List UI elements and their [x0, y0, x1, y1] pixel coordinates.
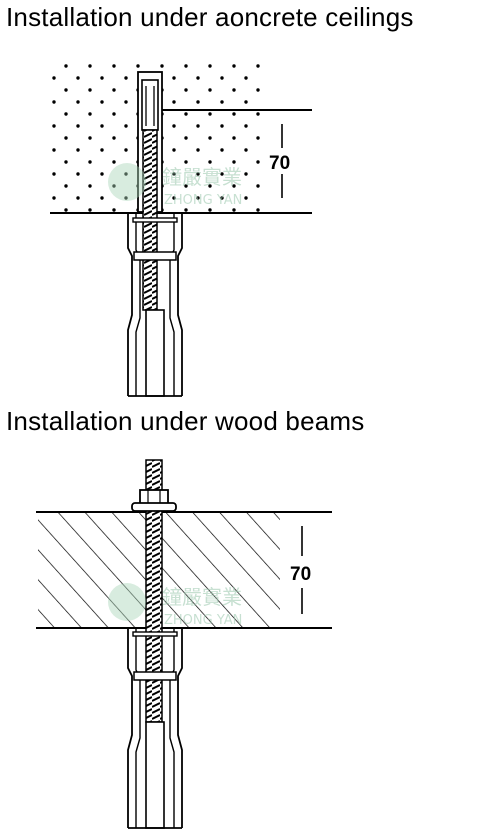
dimension-concrete: 70 [269, 124, 290, 198]
concrete-ceiling [50, 62, 312, 214]
watermark-en: ZHONG YAN [164, 193, 242, 208]
dimension-label-concrete: 70 [269, 153, 290, 174]
concrete-anchor [137, 71, 163, 311]
watermark-en: ZHONG YAN [164, 613, 242, 628]
heading-concrete: Installation under aoncrete ceilings [6, 2, 414, 32]
watermark-logo-icon [108, 583, 146, 621]
watermark-cn: 鐘嚴實業 [162, 165, 242, 189]
heading-wood: Installation under wood beams [6, 406, 365, 436]
dimension-label-wood: 70 [290, 564, 311, 585]
watermark-cn: 鐘嚴實業 [162, 585, 242, 609]
concrete-sleeve [127, 214, 183, 397]
wood-threaded-rod [131, 459, 177, 723]
wood-beam [36, 511, 332, 629]
watermark-2: 鐘嚴實業 ZHONG YAN [108, 583, 242, 628]
watermark-logo-icon [108, 163, 146, 201]
watermark-1: 鐘嚴實業 ZHONG YAN [108, 163, 242, 208]
dimension-wood: 70 [290, 526, 311, 614]
wood-sleeve [127, 628, 183, 829]
